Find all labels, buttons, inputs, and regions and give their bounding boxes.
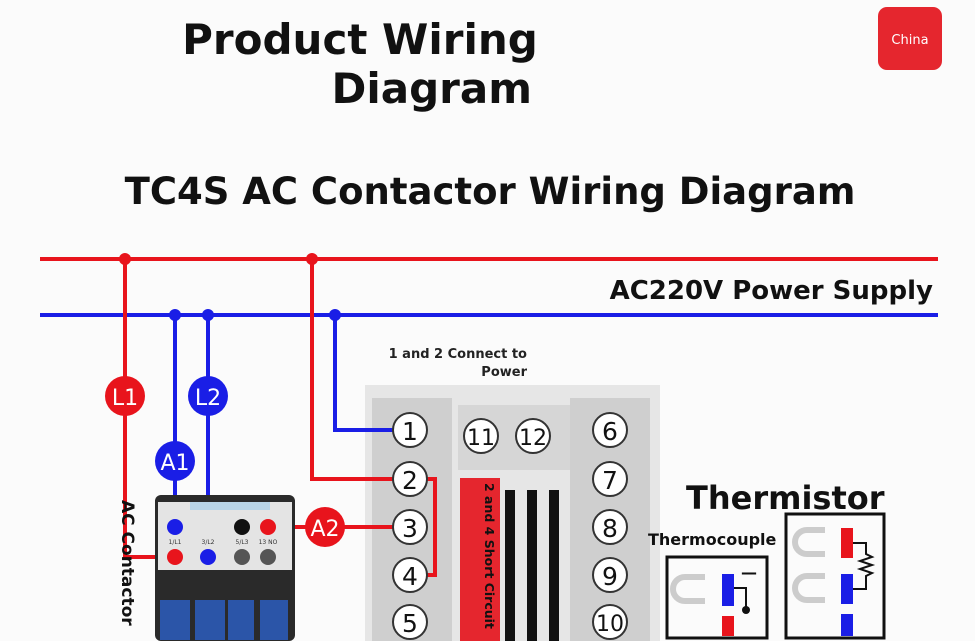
ac-contactor: 1/L1 3/L2 5/L3 13 NO	[155, 495, 295, 641]
svg-text:1: 1	[402, 417, 418, 446]
title-line1: Product Wiring	[182, 15, 538, 64]
short-circuit-label: 2 and 4 Short Circuit	[482, 483, 497, 629]
svg-text:7: 7	[602, 466, 618, 495]
thermocouple-box: —	[665, 555, 769, 640]
svg-text:3: 3	[402, 514, 418, 543]
contactor-terminal-label: 3/L2	[202, 539, 215, 546]
terminals-left: 1 2 3 4 5	[392, 412, 428, 640]
diagram-subtitle: TC4S AC Contactor Wiring Diagram	[125, 170, 856, 213]
marker-l2: L2	[188, 376, 228, 416]
junction-dots	[119, 253, 341, 321]
terminal-12: 12	[515, 418, 551, 454]
svg-text:A2: A2	[310, 517, 339, 542]
terminal-6: 6	[592, 412, 628, 448]
minus-sign: —	[741, 563, 757, 582]
wire-terminal-2	[310, 259, 410, 481]
svg-text:10: 10	[596, 612, 624, 637]
terminal-10: 10	[592, 604, 628, 640]
title-line2: Diagram	[332, 64, 532, 113]
svg-text:L2: L2	[195, 386, 221, 411]
terminal-3: 3	[392, 509, 428, 545]
thermistor-box	[784, 512, 886, 640]
note-line1: 1 and 2 Connect to	[389, 347, 527, 362]
contactor-terminal-label: 1/L1	[169, 539, 182, 546]
thermistor-label: Thermistor	[686, 479, 885, 517]
marker-a2: A2	[305, 507, 345, 547]
wire-terminal-1	[333, 315, 410, 432]
svg-text:8: 8	[602, 514, 618, 543]
contactor-terminal-label: 5/L3	[236, 539, 249, 546]
contactor-label: AC Contactor	[117, 500, 137, 626]
contactor-terminal-label: 13 NO	[259, 539, 278, 546]
terminal-7: 7	[592, 461, 628, 497]
svg-text:11: 11	[467, 426, 495, 451]
marker-l1: L1	[105, 376, 145, 416]
svg-text:2: 2	[402, 466, 418, 495]
terminal-8: 8	[592, 509, 628, 545]
svg-text:L1: L1	[112, 386, 138, 411]
svg-text:6: 6	[602, 417, 618, 446]
thermocouple-label: Thermocouple	[648, 530, 777, 549]
svg-text:4: 4	[402, 562, 418, 591]
china-badge[interactable]: China	[878, 7, 942, 70]
china-badge-label: China	[891, 33, 928, 48]
svg-text:5: 5	[402, 609, 418, 638]
terminal-2: 2	[392, 461, 428, 497]
terminal-9: 9	[592, 557, 628, 593]
terminal-11: 11	[463, 418, 499, 454]
terminal-4: 4	[392, 557, 428, 593]
terminals-middle: 11 12	[463, 418, 551, 454]
marker-a1: A1	[155, 441, 195, 481]
power-supply-label: AC220V Power Supply	[610, 276, 933, 306]
terminals-right: 6 7 8 9 10	[592, 412, 628, 640]
terminal-1: 1	[392, 412, 428, 448]
svg-text:9: 9	[602, 562, 618, 591]
note-line2: Power	[481, 365, 527, 380]
short-circuit-strip	[460, 478, 500, 641]
svg-text:A1: A1	[160, 451, 189, 476]
svg-text:12: 12	[519, 426, 547, 451]
terminal-5: 5	[392, 604, 428, 640]
